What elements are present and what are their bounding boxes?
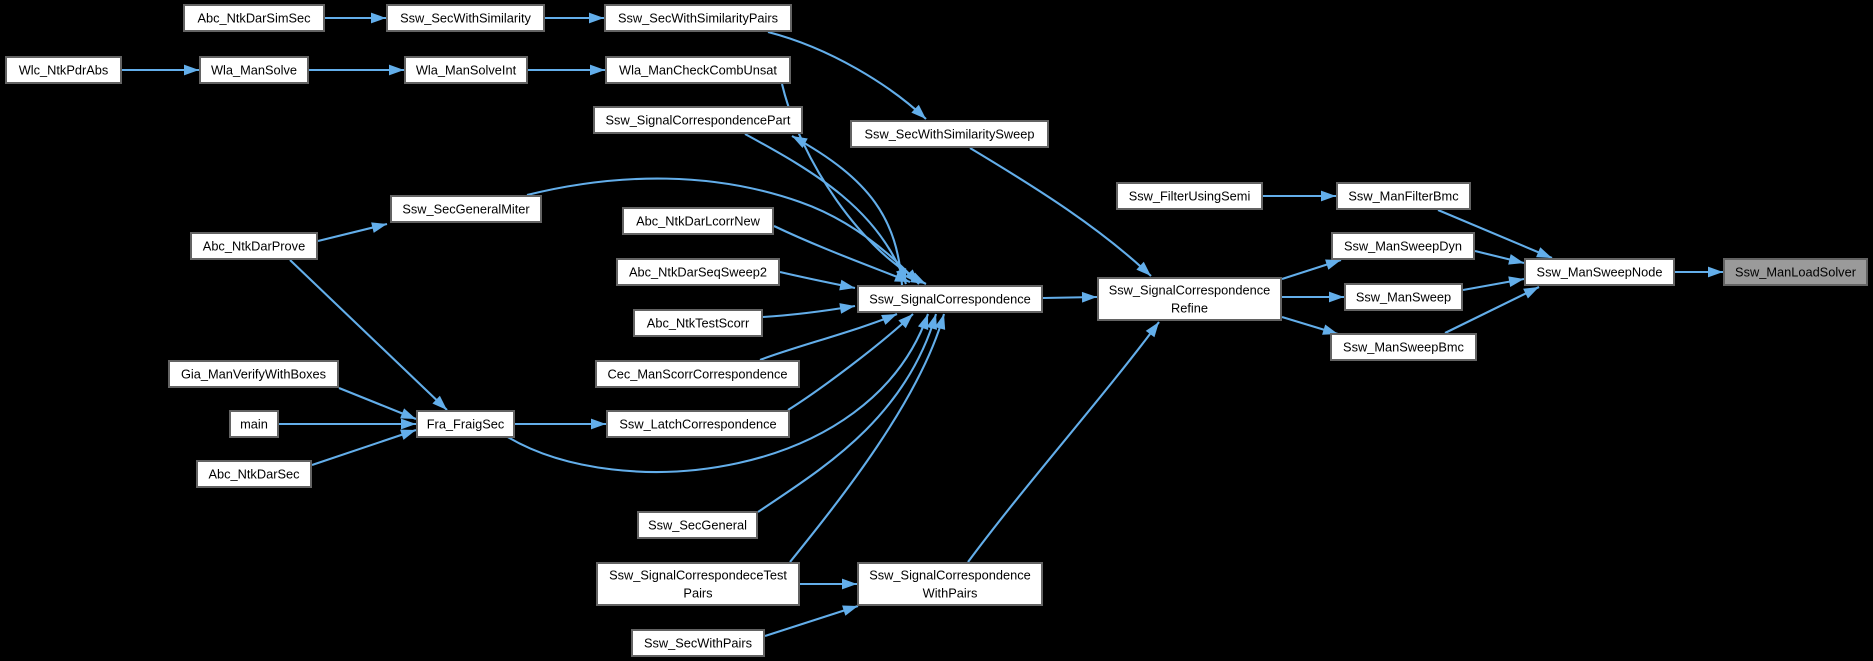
- svg-text:Cec_ManScorrCorrespondence: Cec_ManScorrCorrespondence: [608, 367, 788, 382]
- svg-text:Ssw_SecGeneral: Ssw_SecGeneral: [648, 518, 747, 533]
- svg-text:Ssw_SignalCorrespondence: Ssw_SignalCorrespondence: [1109, 283, 1270, 298]
- svg-text:Wla_ManSolveInt: Wla_ManSolveInt: [416, 63, 517, 78]
- svg-text:Ssw_ManSweepBmc: Ssw_ManSweepBmc: [1343, 340, 1465, 355]
- svg-text:Ssw_ManFilterBmc: Ssw_ManFilterBmc: [1348, 189, 1459, 204]
- svg-text:main: main: [240, 417, 268, 432]
- svg-text:Refine: Refine: [1171, 301, 1208, 316]
- svg-text:Ssw_SecWithSimilarityPairs: Ssw_SecWithSimilarityPairs: [618, 11, 778, 26]
- svg-text:Pairs: Pairs: [683, 586, 712, 601]
- svg-text:Ssw_ManLoadSolver: Ssw_ManLoadSolver: [1735, 265, 1857, 280]
- svg-text:Abc_NtkDarLcorrNew: Abc_NtkDarLcorrNew: [636, 214, 760, 229]
- svg-text:Ssw_SignalCorrespondence: Ssw_SignalCorrespondence: [869, 292, 1030, 307]
- svg-text:Wla_ManCheckCombUnsat: Wla_ManCheckCombUnsat: [619, 63, 777, 78]
- svg-text:Ssw_SecWithSimilarity: Ssw_SecWithSimilarity: [400, 11, 531, 26]
- svg-text:Abc_NtkDarProve: Abc_NtkDarProve: [203, 239, 305, 254]
- svg-text:Ssw_SignalCorrespondence: Ssw_SignalCorrespondence: [869, 568, 1030, 583]
- svg-text:Abc_NtkDarSec: Abc_NtkDarSec: [208, 467, 300, 482]
- svg-text:Abc_NtkDarSimSec: Abc_NtkDarSimSec: [197, 11, 311, 26]
- svg-text:Ssw_SecWithSimilaritySweep: Ssw_SecWithSimilaritySweep: [865, 127, 1035, 142]
- svg-text:Wla_ManSolve: Wla_ManSolve: [211, 63, 297, 78]
- svg-text:Ssw_SignalCorrespondencePart: Ssw_SignalCorrespondencePart: [606, 113, 791, 128]
- svg-text:Ssw_SecGeneralMiter: Ssw_SecGeneralMiter: [402, 202, 530, 217]
- svg-text:Gia_ManVerifyWithBoxes: Gia_ManVerifyWithBoxes: [181, 367, 326, 382]
- svg-text:WithPairs: WithPairs: [923, 586, 978, 601]
- svg-text:Ssw_SecWithPairs: Ssw_SecWithPairs: [644, 636, 752, 651]
- svg-text:Ssw_SignalCorrespondeceTest: Ssw_SignalCorrespondeceTest: [609, 568, 787, 583]
- svg-text:Ssw_ManSweepDyn: Ssw_ManSweepDyn: [1344, 239, 1462, 254]
- svg-text:Fra_FraigSec: Fra_FraigSec: [427, 417, 505, 432]
- svg-text:Ssw_ManSweepNode: Ssw_ManSweepNode: [1537, 265, 1663, 280]
- svg-text:Abc_NtkDarSeqSweep2: Abc_NtkDarSeqSweep2: [629, 265, 767, 280]
- svg-text:Ssw_ManSweep: Ssw_ManSweep: [1356, 290, 1451, 305]
- svg-text:Wlc_NtkPdrAbs: Wlc_NtkPdrAbs: [19, 63, 109, 78]
- svg-text:Abc_NtkTestScorr: Abc_NtkTestScorr: [647, 316, 750, 331]
- svg-text:Ssw_FilterUsingSemi: Ssw_FilterUsingSemi: [1129, 189, 1251, 204]
- svg-text:Ssw_LatchCorrespondence: Ssw_LatchCorrespondence: [619, 417, 776, 432]
